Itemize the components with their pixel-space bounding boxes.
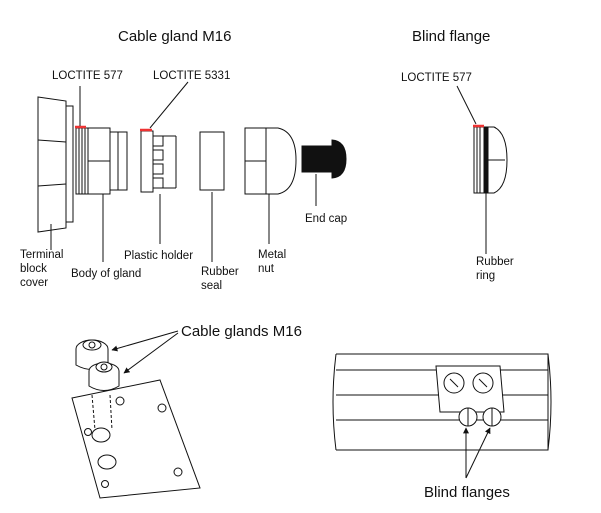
- heading-blind-flange: Blind flange: [412, 28, 490, 45]
- arrow-cable-gland-upper: [111, 330, 179, 352]
- label-plastic-holder: Plastic holder: [124, 250, 193, 262]
- end-cap-part: [301, 139, 347, 179]
- label-cable-glands-m16: Cable glands M16: [181, 323, 302, 340]
- label-rubber-ring-2: ring: [476, 270, 495, 282]
- blind-flange-part: [473, 124, 508, 194]
- terminal-plate: [71, 379, 201, 499]
- label-terminal-block-cover-2: block: [20, 263, 47, 275]
- label-terminal-block-cover-3: cover: [20, 277, 48, 289]
- label-metal-nut-1: Metal: [258, 249, 286, 261]
- housing-gland-block: [435, 365, 505, 413]
- label-loctite-577-right: LOCTITE 577: [401, 72, 472, 84]
- rubber-seal-part: [199, 131, 225, 191]
- gland-body-part: [75, 125, 128, 195]
- gland-body-thread: [78, 128, 86, 194]
- blind-flange-left: [458, 407, 478, 427]
- leader-loctite-5331: [149, 81, 189, 129]
- cable-gland-lower: [88, 361, 120, 391]
- label-terminal-block-cover-1: Terminal: [20, 249, 63, 261]
- label-loctite-577-left: LOCTITE 577: [52, 70, 123, 82]
- metal-nut-part: [244, 127, 297, 195]
- label-loctite-5331: LOCTITE 5331: [153, 70, 230, 82]
- label-metal-nut-2: nut: [258, 263, 275, 275]
- label-rubber-seal-1: Rubber: [201, 266, 239, 278]
- terminal-block-cover-part: [37, 96, 74, 233]
- blind-flange-right: [482, 407, 502, 427]
- label-blind-flanges: Blind flanges: [424, 484, 510, 501]
- arrow-blind-flange-right: [465, 427, 491, 479]
- label-rubber-seal-2: seal: [201, 280, 222, 292]
- label-end-cap: End cap: [305, 213, 347, 225]
- label-rubber-ring-1: Rubber: [476, 256, 514, 268]
- heading-cable-gland: Cable gland M16: [118, 28, 231, 45]
- leader-loctite-577-right: [456, 85, 477, 125]
- plastic-holder-part: [140, 128, 177, 193]
- arrow-cable-gland-lower: [123, 332, 179, 374]
- label-body-of-gland: Body of gland: [71, 268, 141, 280]
